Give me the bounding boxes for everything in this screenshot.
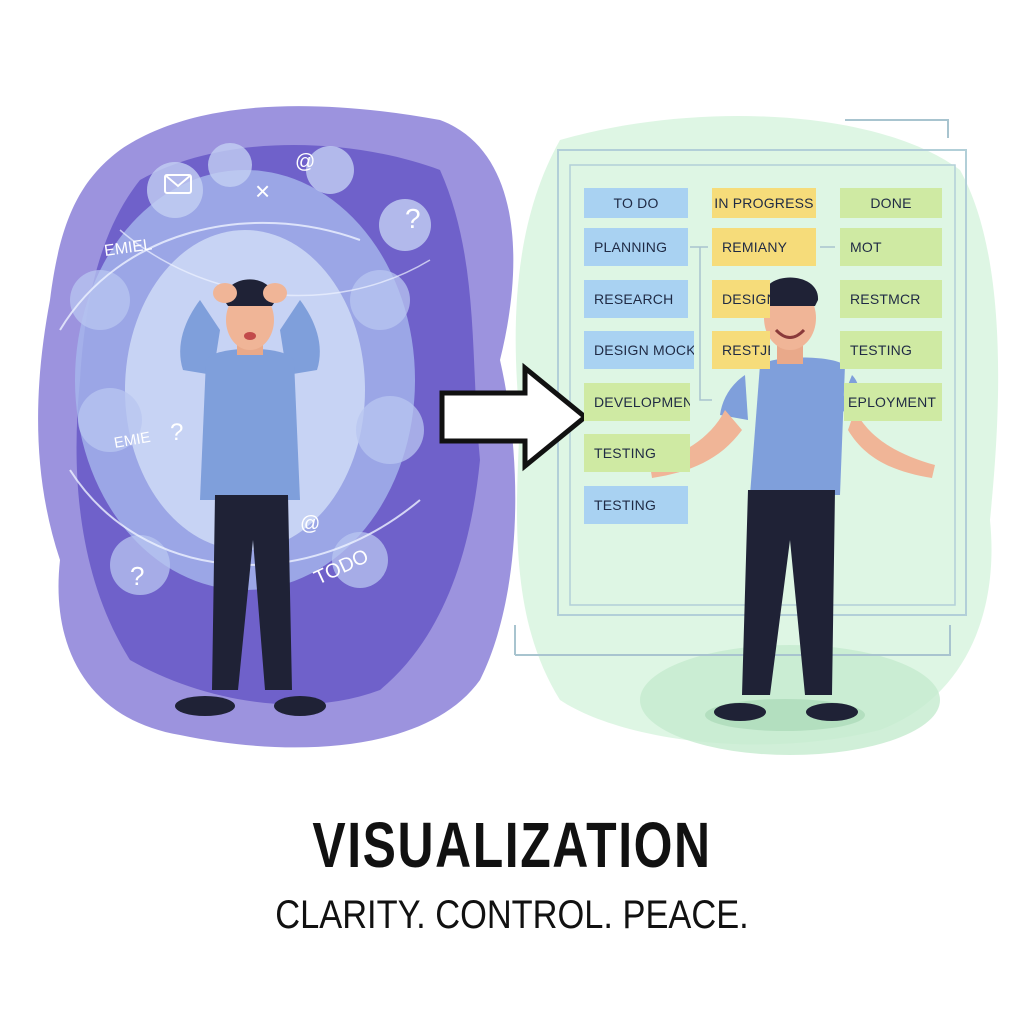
column-header-in-progress: IN PROGRESS [712, 188, 816, 218]
in-progress-card: RESTJEX [712, 331, 770, 369]
done-card: TESTING [840, 331, 942, 369]
column-header-todo: TO DO [584, 188, 688, 218]
email-doodle-1: EMIEL [103, 236, 153, 260]
question-icon: ? [130, 561, 144, 591]
at-icon: @ [300, 513, 320, 535]
done-card: RESTMCR [840, 280, 942, 318]
stressed-person [175, 279, 326, 716]
todo-card: TESTING [584, 486, 688, 524]
todo-card: TESTING [584, 434, 690, 472]
done-card: EPLOYMENT [844, 383, 942, 421]
todo-card: RESEARCH [584, 280, 688, 318]
mail-icon [164, 174, 192, 194]
caption-title: VISUALIZATION [312, 809, 712, 881]
in-progress-card: DESIGN [712, 280, 770, 318]
email-doodle-2: EMIE [113, 429, 152, 452]
close-icon: × [255, 176, 270, 206]
done-card: MOT [840, 228, 942, 266]
in-progress-card: REMIANY [712, 228, 816, 266]
todo-card: PLANNING [584, 228, 688, 266]
question-icon: ? [405, 203, 421, 234]
column-header-done: DONE [840, 188, 942, 218]
caption-tagline: CLARITY. CONTROL. PEACE. [275, 893, 749, 937]
question-icon: ? [170, 419, 183, 446]
transition-arrow [439, 362, 589, 472]
at-icon: @ [295, 151, 315, 173]
todo-card: DESIGN MOCKUPS [584, 331, 694, 369]
